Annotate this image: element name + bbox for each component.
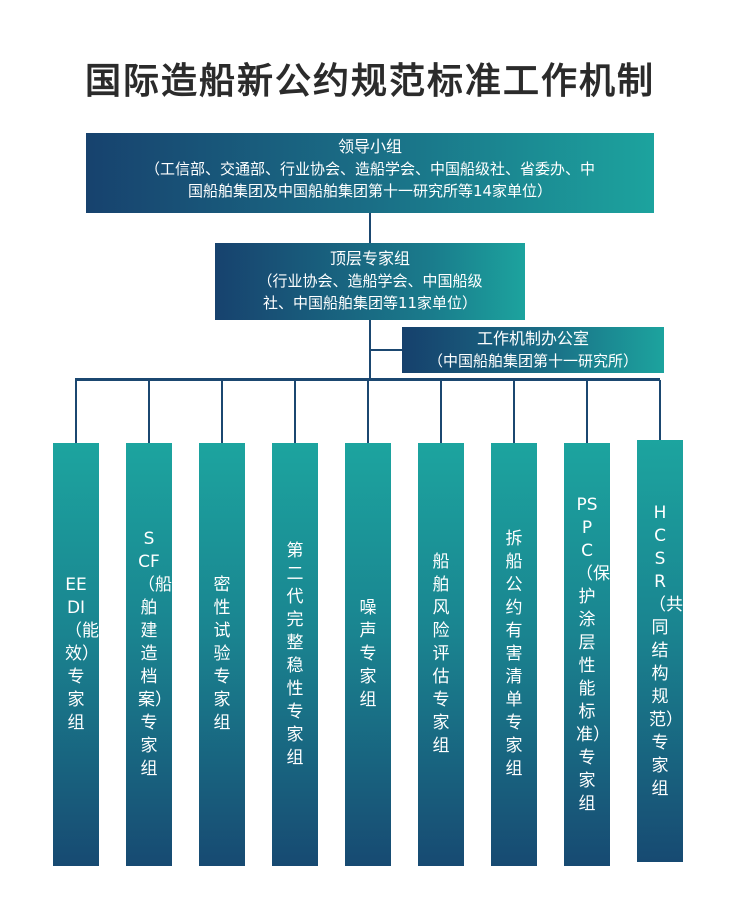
expert-group-label: 噪声专家组 [359,598,377,710]
connector-drop [75,380,77,443]
leader-group-members-1: （工信部、交通部、行业协会、造船学会、中国船级社、省委办、中 [144,160,595,178]
connector-drop [513,380,515,443]
expert-group-column: 噪声专家组 [345,443,391,866]
expert-group-column: 第二代完整稳性专家组 [272,443,318,866]
top-expert-group-title: 顶层专家组 [329,249,410,268]
expert-group-column: 拆船公约有害清单专家组 [491,443,537,866]
connector-bus [75,378,660,381]
top-expert-group-members-1: （行业协会、造船学会、中国船级 [257,272,483,290]
connector-drop [294,380,296,443]
expert-group-label: 船舶风险评估专家组 [432,552,450,756]
connector-drop [586,380,588,443]
chart-title: 国际造船新公约规范标准工作机制 [84,61,655,102]
connector-drop [659,380,661,440]
connector-drop [440,380,442,443]
top-expert-group-members-2: 社、中国船舶集团等11家单位） [262,294,478,312]
office-org: （中国船舶集团第十一研究所） [427,352,638,370]
expert-group-column: 密性试验专家组 [199,443,245,866]
leader-group-box: 领导小组 （工信部、交通部、行业协会、造船学会、中国船级社、省委办、中 国船舶集… [86,133,654,213]
expert-group-label: PSPC（保护涂层性能标准）专家组 [576,494,610,814]
expert-group-column: EEDI（能效）专家组 [53,443,99,866]
leader-group-title: 领导小组 [337,137,402,156]
expert-group-column: PSPC（保护涂层性能标准）专家组 [564,443,610,866]
connector-office [369,349,402,351]
leader-group-members-2: 国船舶集团及中国船舶集团第十一研究所等14家单位） [187,182,553,200]
expert-group-column: HCSR（共同结构规范）专家组 [637,440,683,862]
top-expert-group-box: 顶层专家组 （行业协会、造船学会、中国船级 社、中国船舶集团等11家单位） [215,243,525,320]
connector-drop [221,380,223,443]
expert-group-label: 密性试验专家组 [213,575,231,733]
connector-leader-expert [369,213,371,243]
office-title: 工作机制办公室 [476,329,589,348]
expert-group-column: 船舶风险评估专家组 [418,443,464,866]
office-box: 工作机制办公室 （中国船舶集团第十一研究所） [402,327,664,373]
expert-group-label: 拆船公约有害清单专家组 [505,529,523,779]
expert-group-label: 第二代完整稳性专家组 [286,540,304,768]
expert-group-label: EEDI（能效）专家组 [65,575,99,733]
connector-drop [367,380,369,443]
expert-group-label: HCSR（共同结构规范）专家组 [649,502,683,799]
expert-group-label: SCF（船舶建造档案）专家组 [138,529,172,779]
connector-drop [148,380,150,443]
expert-group-column: SCF（船舶建造档案）专家组 [126,443,172,866]
